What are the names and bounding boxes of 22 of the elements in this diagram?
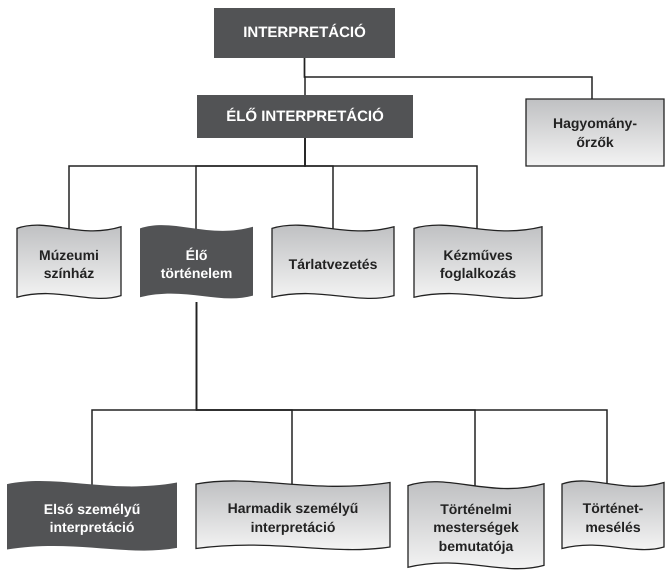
node-label: Kézműves foglalkozás	[438, 246, 518, 282]
wave-box	[562, 478, 664, 553]
wave-box	[414, 222, 542, 302]
node-label: Tárlatvezetés	[288, 254, 378, 274]
node-label: Történelmi mesterségek bemutatója	[432, 500, 520, 555]
process-box	[197, 95, 413, 138]
node-label: Élő történelem	[160, 246, 234, 282]
connector-line	[196, 302, 608, 486]
node-label: Hagyomány-őrzők	[552, 114, 638, 151]
node-label: ÉLŐ INTERPRETÁCIÓ	[225, 106, 385, 126]
connector-line	[304, 138, 478, 230]
wave-box	[17, 222, 121, 302]
node-label: Első személyű interpretáció	[42, 500, 142, 536]
node-label: Harmadik személyű interpretáció	[226, 499, 360, 536]
node-label: INTERPRETÁCIÓ	[242, 23, 367, 43]
process-box	[526, 99, 664, 166]
node-label: Múzeumi színház	[38, 246, 100, 282]
node-label: Történet-mesélés	[582, 499, 644, 536]
wave-box	[196, 478, 390, 553]
connector-line	[304, 58, 593, 99]
process-box	[214, 8, 395, 58]
wave-box	[272, 222, 394, 302]
